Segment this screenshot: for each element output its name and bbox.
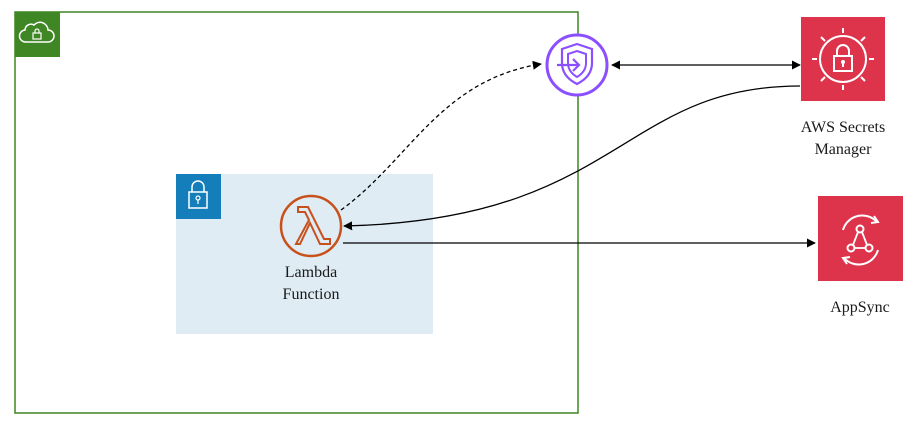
vpc-group [14,11,579,414]
private-subnet-group [176,174,433,334]
edges [340,60,816,248]
secrets-manager-icon [801,17,885,101]
vpc-endpoint-shield-icon [545,33,609,97]
lambda-icon [279,194,343,258]
edge-secrets-to-lambda [343,85,801,231]
secrets-manager-label: AWS Secrets Manager [783,117,903,161]
lambda-label-line1: Lambda [284,264,338,281]
appsync-label: AppSync [830,299,890,316]
secrets-manager-label-line2: Manager [814,141,872,158]
secrets-manager-label-line1: AWS Secrets [800,119,886,136]
appsync-icon [818,196,903,281]
padlock-icon [176,174,221,219]
cloud-lock-icon [15,12,60,57]
lambda-label-line2: Function [282,286,340,303]
lambda-label: Lambda Function [256,262,366,306]
